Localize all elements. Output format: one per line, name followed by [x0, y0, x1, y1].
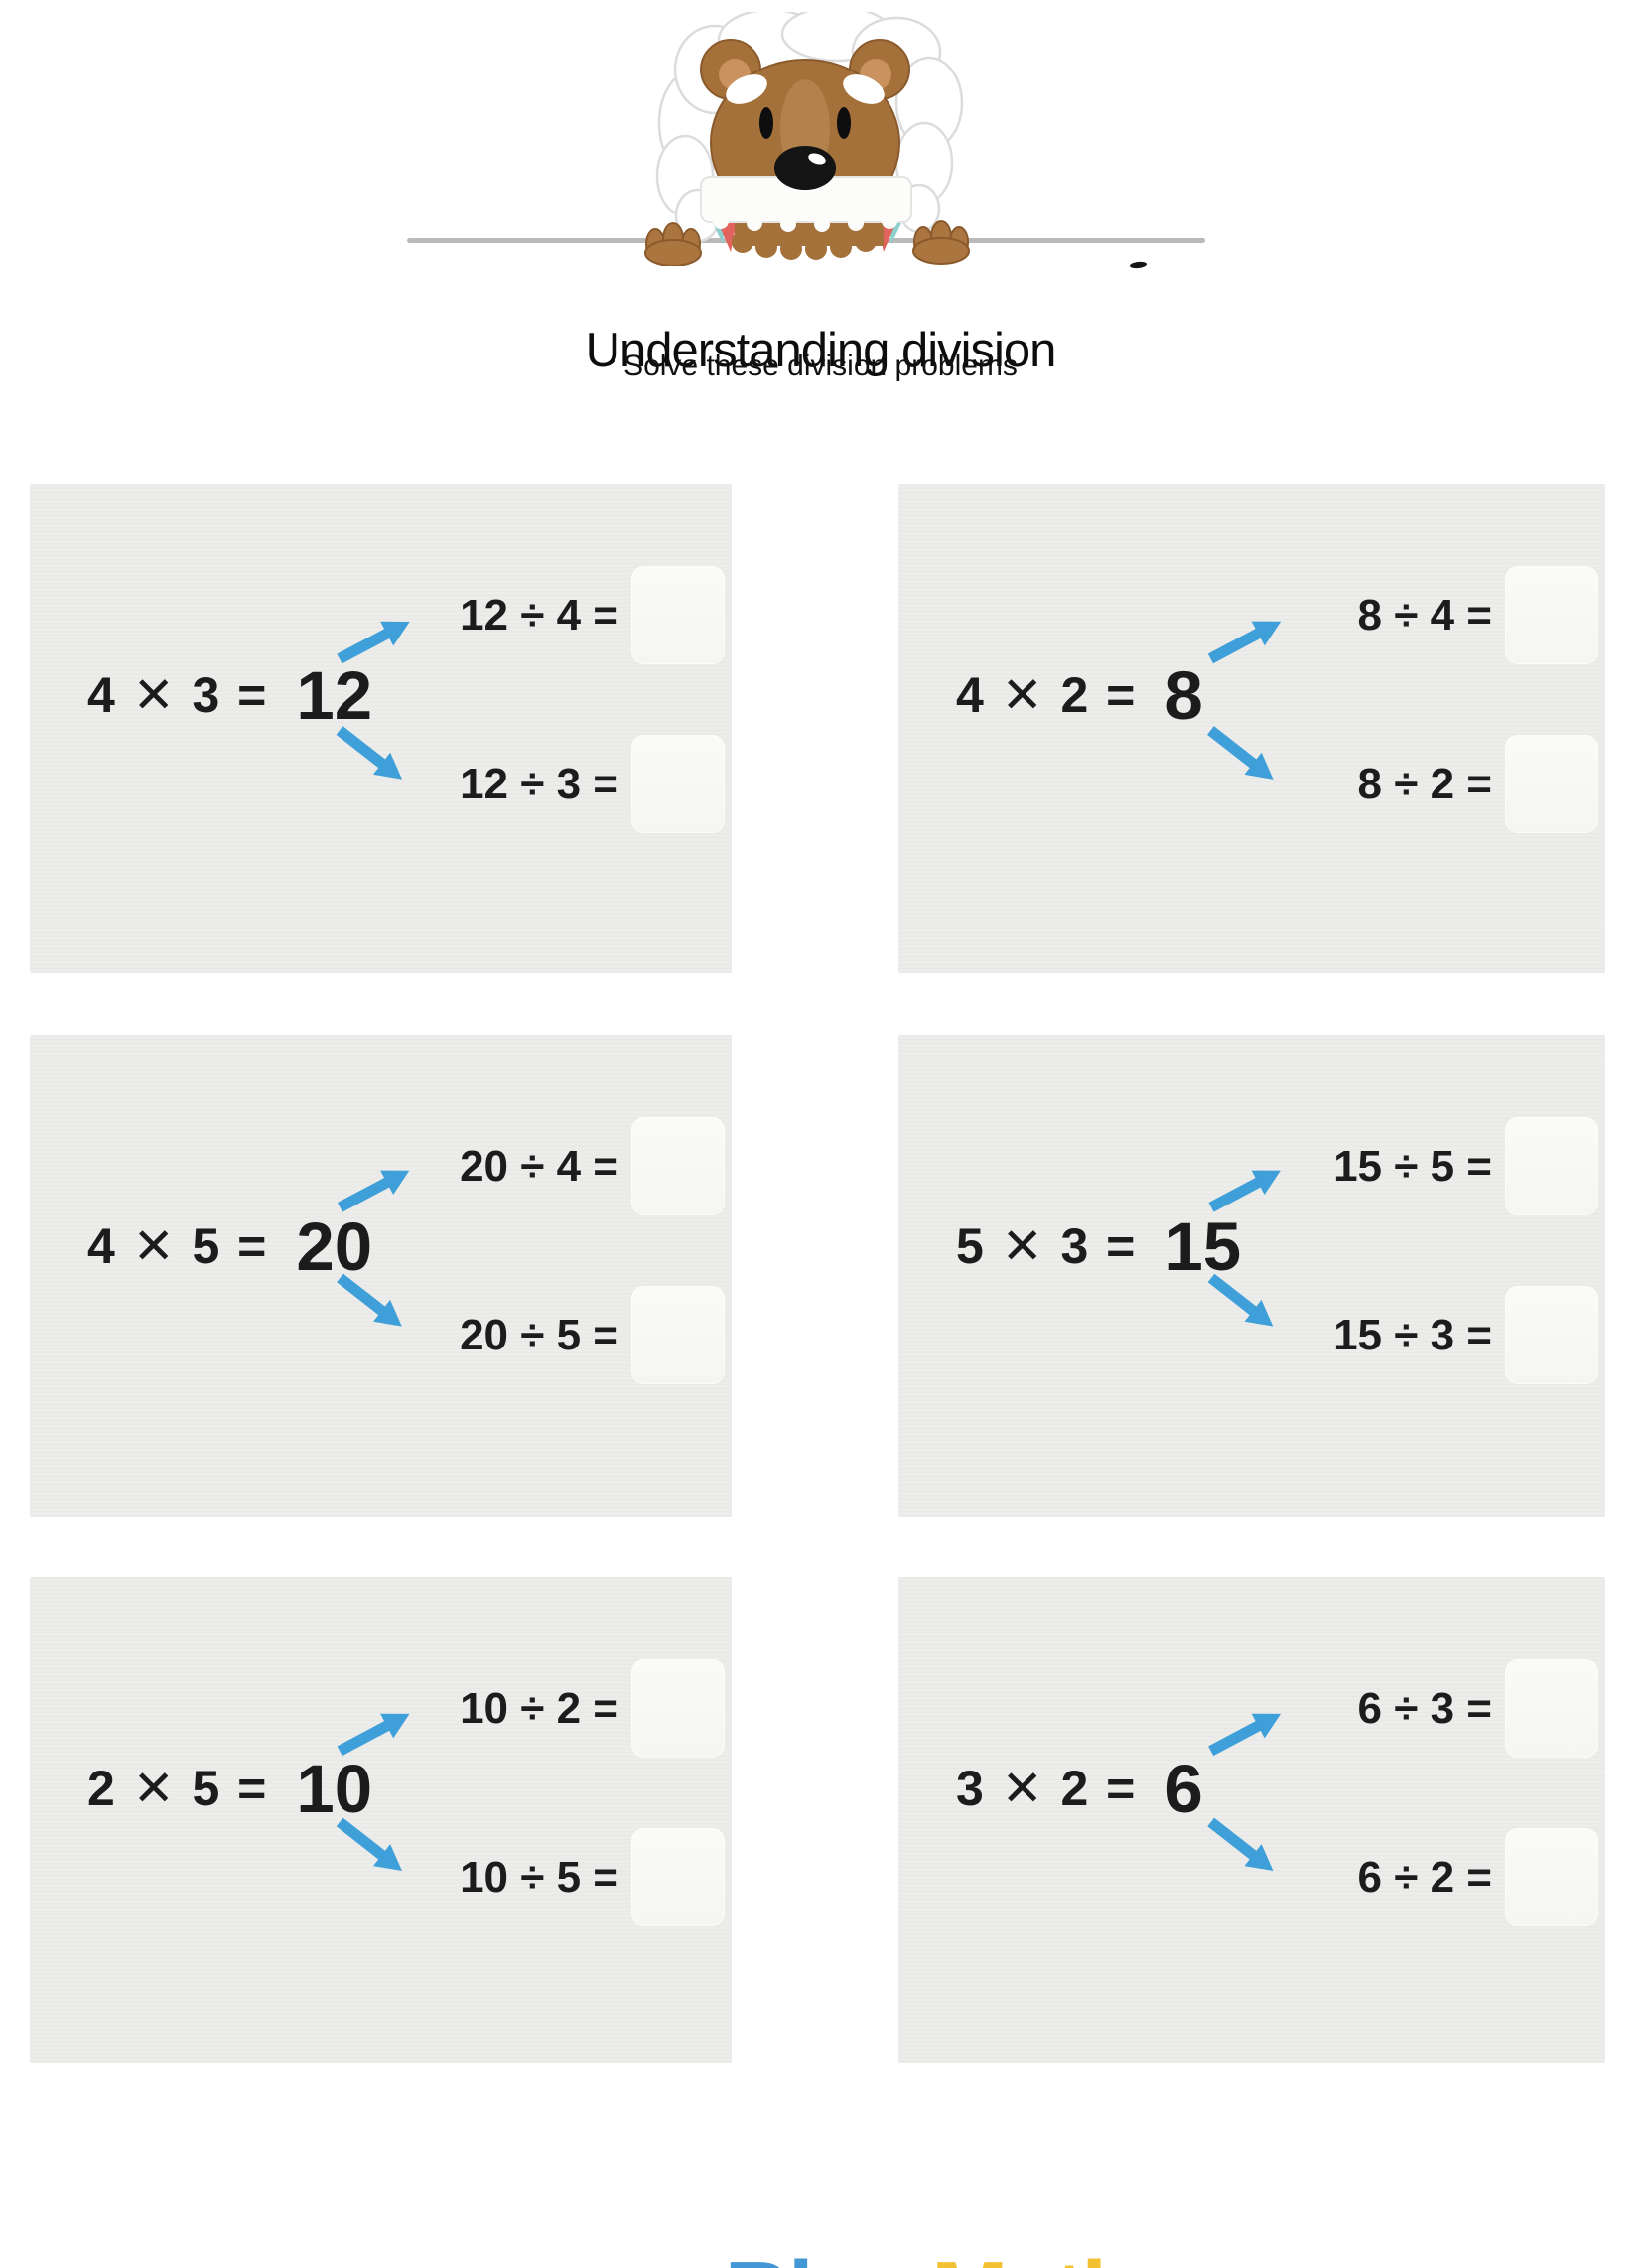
product-value: 8: [1164, 656, 1203, 734]
answer-box[interactable]: [1505, 1117, 1598, 1215]
multiplication-fact: 3 ✕ 2 = 6: [956, 1747, 1203, 1830]
product-value: 15: [1164, 1207, 1242, 1285]
fact-label: 4 ✕ 2 =: [956, 667, 1138, 723]
answer-box[interactable]: [631, 735, 725, 833]
branch-arrows: [1207, 621, 1282, 780]
branch-arrows: [336, 1713, 410, 1872]
fact-label: 4 ✕ 5 =: [87, 1218, 269, 1274]
mascot-paws: [644, 220, 970, 266]
answer-box[interactable]: [631, 1659, 725, 1758]
problem-card: 4 ✕ 2 = 8 8 ÷ 4 = 8 ÷ 2 =: [898, 484, 1605, 973]
arrow-up-icon: [1208, 1713, 1282, 1757]
answer-box[interactable]: [1505, 1659, 1598, 1758]
arrow-down-icon: [337, 1273, 402, 1327]
fact-label: 2 ✕ 5 =: [87, 1761, 269, 1816]
problem-card: 4 ✕ 3 = 12 12 ÷ 4 = 12 ÷ 3 =: [30, 484, 732, 973]
problem-card: 5 ✕ 3 = 15 15 ÷ 5 = 15 ÷ 3 =: [898, 1035, 1605, 1517]
myblee-math-logo: myBlee Math: [0, 2135, 1641, 2268]
division-label: 20 ÷ 5 =: [460, 1311, 618, 1359]
arrow-up-icon: [337, 1170, 410, 1212]
branch-arrows: [1207, 1170, 1281, 1327]
arrow-down-icon: [336, 1817, 402, 1872]
arrow-down-icon: [1207, 726, 1274, 780]
arrow-up-icon: [1207, 621, 1282, 664]
logo-blee: Blee: [725, 2242, 910, 2268]
division-label: 6 ÷ 2 =: [1357, 1853, 1492, 1902]
mascot-eye: [759, 107, 773, 139]
arrow-up-icon: [1208, 1170, 1281, 1212]
arrow-down-icon: [1207, 1817, 1274, 1872]
product-value: 12: [296, 656, 373, 734]
multiplication-fact: 4 ✕ 3 = 12: [87, 653, 372, 737]
fact-label: 5 ✕ 3 =: [956, 1218, 1138, 1274]
multiplication-fact: 2 ✕ 5 = 10: [87, 1747, 372, 1830]
division-label: 12 ÷ 3 =: [460, 760, 618, 808]
multiplication-fact: 4 ✕ 5 = 20: [87, 1205, 372, 1288]
einstein-bear-mascot-icon: [644, 12, 970, 266]
fact-label: 4 ✕ 3 =: [87, 667, 269, 723]
logo-math: Math: [931, 2242, 1138, 2268]
division-label: 15 ÷ 3 =: [1333, 1311, 1492, 1359]
answer-box[interactable]: [631, 566, 725, 664]
answer-box[interactable]: [1505, 1286, 1598, 1384]
problem-card: 2 ✕ 5 = 10 10 ÷ 2 = 10 ÷ 5 =: [30, 1577, 732, 2063]
division-label: 20 ÷ 4 =: [460, 1142, 618, 1191]
division-label: 15 ÷ 5 =: [1333, 1142, 1492, 1191]
answer-box[interactable]: [1505, 566, 1598, 664]
problem-card: 3 ✕ 2 = 6 6 ÷ 3 = 6 ÷ 2 =: [898, 1577, 1605, 2063]
multiplication-fact: 4 ✕ 2 = 8: [956, 653, 1203, 737]
division-label: 12 ÷ 4 =: [460, 591, 618, 639]
multiplication-fact: 5 ✕ 3 = 15: [956, 1205, 1241, 1288]
branch-arrows: [336, 621, 410, 780]
page-title: Understanding division: [585, 323, 1057, 377]
page-subtitle: Solve these division problems: [623, 350, 1018, 382]
answer-box[interactable]: [631, 1828, 725, 1926]
division-label: 6 ÷ 3 =: [1357, 1684, 1492, 1733]
arrow-up-icon: [337, 1713, 410, 1757]
division-label: 10 ÷ 5 =: [460, 1853, 618, 1902]
arrow-down-icon: [336, 726, 403, 780]
ink-mark: [1129, 261, 1148, 269]
logo-my: my: [597, 2242, 727, 2268]
answer-box[interactable]: [631, 1286, 725, 1384]
division-label: 10 ÷ 2 =: [460, 1684, 618, 1733]
product-value: 6: [1164, 1750, 1203, 1827]
answer-box[interactable]: [1505, 1828, 1598, 1926]
division-label: 8 ÷ 4 =: [1357, 591, 1492, 639]
fact-label: 3 ✕ 2 =: [956, 1761, 1138, 1816]
branch-arrows: [1207, 1713, 1282, 1872]
problem-card: 4 ✕ 5 = 20 20 ÷ 4 = 20 ÷ 5 =: [30, 1035, 732, 1517]
division-label: 8 ÷ 2 =: [1357, 760, 1492, 808]
mascot-eye: [837, 107, 851, 139]
arrow-up-icon: [337, 621, 410, 664]
answer-box[interactable]: [1505, 735, 1598, 833]
mascot-nose: [774, 146, 836, 190]
answer-box[interactable]: [631, 1117, 725, 1215]
product-value: 10: [296, 1750, 373, 1827]
branch-arrows: [337, 1170, 410, 1327]
product-value: 20: [296, 1207, 373, 1285]
arrow-down-icon: [1207, 1273, 1274, 1327]
